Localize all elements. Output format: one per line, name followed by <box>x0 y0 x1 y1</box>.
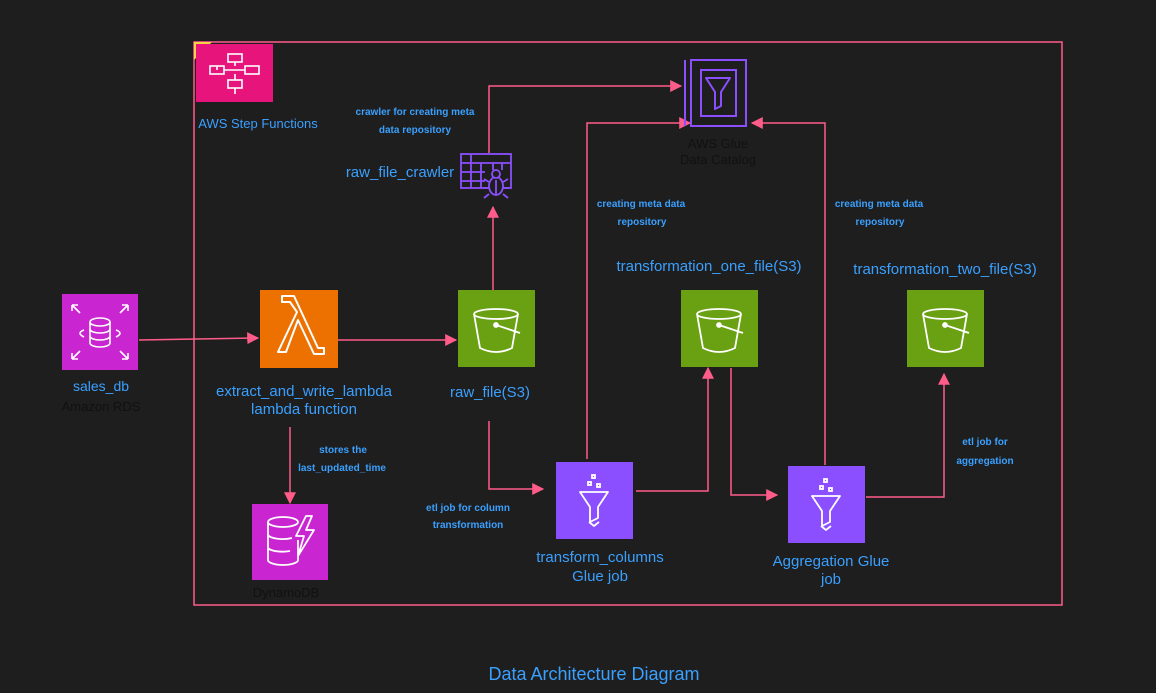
s3-bucket-icon-one <box>681 290 758 367</box>
edge-label-dynamodb-2: last_updated_time <box>298 463 386 474</box>
lambda-icon <box>260 290 338 368</box>
edge-label-meta-one-1: creating meta data <box>597 199 686 210</box>
edge-transform-job-to-catalog <box>586 117 692 459</box>
edge-s3-one-to-aggregation <box>730 368 779 501</box>
edge-label-meta-two-2: repository <box>856 217 905 228</box>
sales-db-name: sales_db <box>73 378 129 394</box>
step-functions-label: AWS Step Functions <box>198 116 318 131</box>
catalog-service: Data Catalog <box>680 152 756 167</box>
s3-bucket-icon-raw <box>458 290 535 367</box>
edge-label-meta-two-1: creating meta data <box>835 199 924 210</box>
step-functions-container <box>193 41 1063 606</box>
transformation-two-label: transformation_two_file(S3) <box>853 261 1036 278</box>
glue-crawler-icon <box>460 153 512 199</box>
sales-db-service: Amazon RDS <box>62 399 141 414</box>
edge-label-dynamodb-1: stores the <box>319 445 367 456</box>
s3-bucket-icon-two <box>907 290 984 367</box>
crawler-label: raw_file_crawler <box>346 164 454 181</box>
lambda-name: extract_and_write_lambda <box>216 383 393 400</box>
edge-label-meta-one-2: repository <box>618 217 667 228</box>
diagram-title: Data Architecture Diagram <box>488 664 699 684</box>
edge-label-crawler-2: data repository <box>379 125 452 136</box>
edge-transform-job-to-s3-one <box>636 366 714 492</box>
edge-label-etl-column-1: etl job for column <box>426 503 510 514</box>
dynamodb-label: DynamoDB <box>253 585 319 600</box>
edge-label-crawler-1: crawler for creating meta <box>356 107 475 118</box>
edge-label-etl-aggregation-1: etl job for <box>962 437 1008 448</box>
glue-job-icon-aggregation <box>788 466 865 543</box>
raw-file-label: raw_file(S3) <box>450 384 530 401</box>
lambda-service: lambda function <box>251 401 357 418</box>
transform-job-name: transform_columns <box>536 549 664 566</box>
transform-job-service: Glue job <box>572 568 628 585</box>
edge-aggregation-to-catalog <box>750 117 826 465</box>
transformation-one-label: transformation_one_file(S3) <box>616 258 801 275</box>
dynamodb-icon <box>252 504 328 580</box>
catalog-name: AWS Glue <box>688 136 748 151</box>
glue-job-icon-transform <box>556 462 633 539</box>
edges <box>138 80 950 505</box>
edge-rds-to-lambda <box>138 332 260 345</box>
edge-label-etl-aggregation-2: aggregation <box>956 456 1013 467</box>
edge-label-etl-column-2: transformation <box>433 520 504 531</box>
glue-data-catalog-icon <box>684 59 747 127</box>
edge-raw-to-transform-job <box>488 421 545 495</box>
edge-crawler-to-catalog <box>488 80 683 153</box>
aggregation-job-service: job <box>820 571 841 588</box>
step-functions-icon <box>196 44 273 102</box>
aggregation-job-name: Aggregation Glue <box>773 553 890 570</box>
rds-icon <box>62 294 138 370</box>
edge-aggregation-to-s3-two <box>866 372 950 498</box>
